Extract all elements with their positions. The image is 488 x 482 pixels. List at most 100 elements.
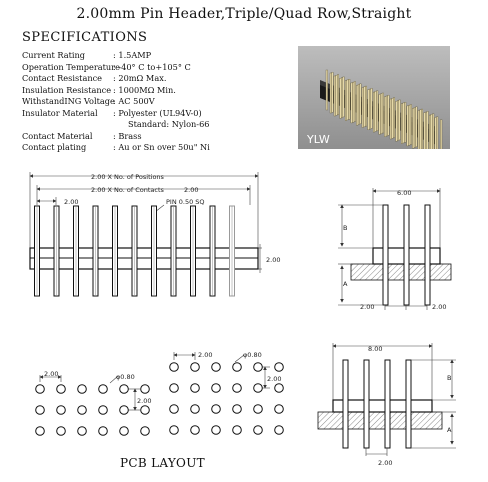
photo-pin — [398, 99, 401, 141]
quad-label-b: B — [447, 374, 451, 382]
pcb-hole — [232, 404, 242, 414]
photo-pin — [352, 82, 355, 123]
pcb-hole — [169, 383, 179, 393]
pcb-hole — [77, 405, 87, 415]
photo-pin — [440, 119, 443, 149]
pcb-hole — [274, 362, 284, 372]
front-view-dimensions — [29, 172, 262, 273]
pin-header-photo-image — [298, 46, 450, 149]
pcb-layout-quad — [169, 352, 284, 435]
spec-key: Contact Material — [22, 130, 93, 141]
photo-pin — [357, 84, 360, 125]
photo-pin — [364, 85, 367, 127]
spec-value: : -40° C to+105° C — [113, 61, 191, 72]
photo-pin — [412, 108, 415, 149]
pcb-hole — [274, 404, 284, 414]
pcb-hole — [253, 425, 263, 435]
front-pin — [73, 205, 79, 297]
photo-pin — [339, 78, 342, 119]
pcb-hole — [232, 425, 242, 435]
page-title: 2.00mm Pin Header,Triple/Quad Row,Straig… — [76, 6, 412, 22]
front-pin — [53, 205, 60, 297]
pcb-hole — [119, 384, 129, 394]
positions-dimension-label: 2.00 X No. of Positions — [91, 173, 165, 181]
side-pitch-right-label: 2.00 — [432, 303, 446, 311]
photo-pin — [434, 117, 437, 149]
side-width-label: 6.00 — [397, 189, 411, 197]
photo-pin — [374, 91, 377, 132]
contacts-dimension-suffix: 2.00 — [184, 186, 198, 194]
photo-pin — [370, 88, 373, 129]
front-pin — [34, 205, 40, 297]
quad-label-a: A — [447, 426, 452, 434]
pcb-hole — [119, 426, 129, 436]
pcb2-pitch-label: 2.00 — [198, 351, 212, 359]
photo-pin — [381, 92, 384, 134]
photo-pin — [413, 107, 416, 148]
photo-pin — [428, 114, 431, 149]
spec-key: Contact plating — [22, 142, 87, 152]
photo-pin — [367, 89, 370, 130]
photo-pin — [363, 86, 366, 127]
side-label-a: A — [343, 280, 348, 288]
pcb-hole — [119, 405, 129, 415]
specifications-heading: SPECIFICATIONS — [22, 30, 148, 45]
front-pin — [131, 205, 138, 297]
front-view-pins — [34, 205, 235, 297]
spec-value: : Polyester (UL94V-0) — [113, 107, 202, 118]
photo-pin — [378, 94, 381, 135]
photo-pin — [387, 95, 390, 136]
photo-pin — [325, 69, 328, 111]
spec-key: Insulator Material — [22, 107, 98, 118]
pcb-hole — [56, 384, 66, 394]
pcb-hole — [140, 426, 150, 436]
pcb-hole — [190, 425, 200, 435]
photo-pin — [348, 79, 351, 120]
photo-pin — [372, 91, 375, 133]
photo-pin — [380, 93, 383, 134]
photo-pin — [436, 116, 439, 149]
pcb-hole — [56, 426, 66, 436]
pcb-hole — [274, 425, 284, 435]
photo-pin — [409, 104, 412, 145]
photo-pin — [350, 82, 353, 124]
product-photo: YLW — [298, 46, 450, 149]
photo-pin — [424, 111, 427, 149]
photo-pin — [345, 80, 348, 121]
front-pin — [229, 205, 235, 297]
pin-size-label: PIN 0.50 SQ — [166, 198, 205, 206]
pcb-hole — [253, 362, 263, 372]
photo-watermark-label: YLW — [307, 133, 330, 146]
photo-pin — [368, 88, 371, 130]
spec-value: : 1.5AMP — [113, 50, 152, 60]
photo-pin — [376, 90, 379, 131]
body-height-label: 2.00 — [266, 256, 280, 264]
front-pin — [209, 205, 216, 297]
spec-key: Operation Temperature — [22, 61, 120, 72]
pcb1-hole-label: φ0.80 — [116, 373, 135, 381]
pcb-hole — [35, 384, 45, 394]
pcb-hole — [211, 362, 221, 372]
side-label-b: B — [343, 224, 347, 232]
photo-pin — [359, 83, 362, 124]
pcb-layout-label: PCB LAYOUT — [120, 456, 205, 470]
spec-key: Insulation Resistance — [22, 84, 112, 95]
front-pin — [92, 205, 99, 297]
pcb-hole — [98, 405, 108, 415]
photo-pin — [392, 97, 395, 138]
photo-pin — [342, 76, 345, 118]
pcb-hole — [190, 383, 200, 393]
photo-pin — [353, 81, 356, 122]
pcb-hole — [274, 383, 284, 393]
photo-pin — [384, 96, 387, 137]
pcb2-side-label: 2.00 — [267, 375, 281, 383]
photo-pin — [385, 95, 388, 137]
pcb-hole — [232, 383, 242, 393]
photo-pin — [346, 79, 349, 121]
front-view-header-body — [29, 247, 259, 270]
pcb-hole — [98, 426, 108, 436]
photo-pin — [419, 109, 422, 149]
pcb-hole — [253, 404, 263, 414]
photo-pin — [406, 105, 409, 147]
pcb-hole — [35, 405, 45, 415]
